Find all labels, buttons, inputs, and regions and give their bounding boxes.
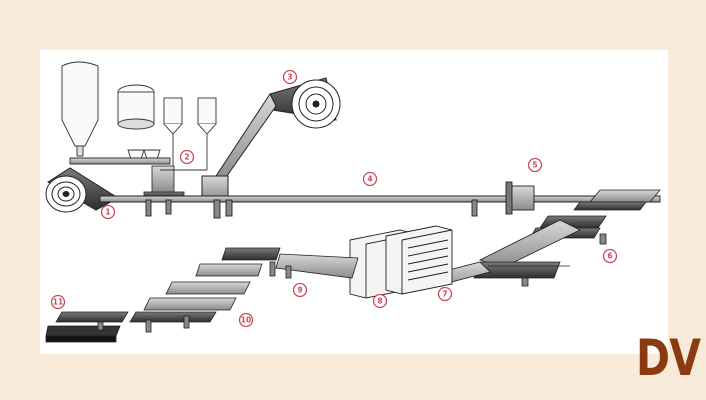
callout-1: 1 (100, 204, 116, 220)
svg-text:1: 1 (105, 208, 110, 217)
svg-text:8: 8 (377, 297, 382, 306)
callout-7: 7 (437, 286, 453, 302)
stacking-press (349, 225, 453, 299)
finished-stack (45, 311, 129, 343)
upper-right-transfer (473, 189, 661, 287)
callout-6: 6 (602, 248, 618, 264)
svg-text:2: 2 (184, 153, 189, 162)
callout-11: 11 (50, 294, 66, 310)
brand-logo: DV (636, 329, 701, 387)
svg-text:10: 10 (241, 316, 251, 325)
callout-3: 3 (282, 69, 298, 85)
svg-text:7: 7 (442, 290, 447, 299)
raw-material-silos (61, 61, 217, 163)
svg-text:9: 9 (297, 286, 302, 295)
callout-2: 2 (179, 149, 195, 165)
svg-text:6: 6 (607, 252, 612, 261)
callout-5: 5 (527, 157, 543, 173)
svg-text:5: 5 (532, 161, 537, 170)
production-line-diagram: 1 2 3 4 5 6 7 8 9 10 11 (45, 61, 661, 343)
diagram-panel: 1 2 3 4 5 6 7 8 9 10 11 (40, 50, 668, 354)
callout-8: 8 (372, 293, 388, 309)
svg-text:11: 11 (53, 298, 63, 307)
lower-conveyor (129, 281, 251, 333)
callout-9: 9 (292, 282, 308, 298)
middle-transfer (195, 247, 359, 279)
top-roll-and-belt (201, 77, 341, 201)
callout-4: 4 (362, 171, 378, 187)
main-conveyor (99, 181, 661, 219)
svg-text:3: 3 (287, 73, 292, 82)
svg-text:4: 4 (367, 175, 372, 184)
callout-10: 10 (238, 312, 254, 328)
